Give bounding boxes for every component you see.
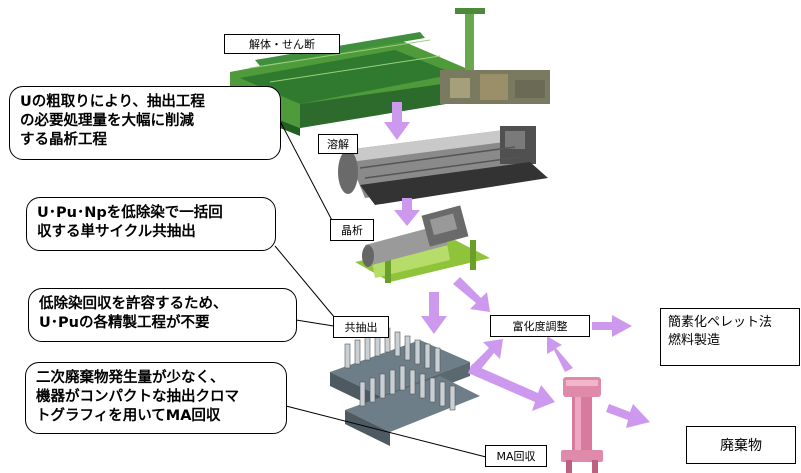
flow-arrow-enrichment-to-fuel [592, 315, 632, 337]
callout-leader-secondary-waste [285, 405, 487, 458]
callout-line: の必要処理量を大幅に削減 [20, 113, 194, 129]
flow-arrow-dissolve-to-crystallize [394, 198, 420, 226]
flow-arrow-coextract-to-ma [468, 364, 555, 411]
shearing-machine-image [230, 8, 550, 136]
callout-line: U･Puの各精製工程が不要 [39, 315, 210, 331]
label-ma-recovery: MA回収 [485, 445, 547, 467]
extraction-column-array-image [330, 327, 480, 446]
callout-secondary-waste: 二次廃棄物発生量が少なく、 機器がコンパクトな抽出クロマ トグラフィを用いてMA… [25, 362, 287, 434]
callout-leader-single-cycle [274, 245, 341, 325]
flow-arrow-shear-to-dissolve [384, 102, 410, 140]
fuel-line-2: 燃料製造 [668, 333, 721, 348]
label-dismantling-shearing: 解体・せん断 [224, 34, 340, 54]
label-crystallization: 晶析 [330, 219, 374, 241]
callout-line: 収する単サイクル共抽出 [37, 224, 196, 240]
callout-line: U･Pu･Npを低除染で一括回 [37, 205, 223, 221]
output-waste: 廃棄物 [686, 426, 796, 464]
flow-arrow-ma-to-enrichment [547, 336, 573, 372]
callout-line: 二次廃棄物発生量が少なく、 [36, 370, 225, 386]
flow-arrow-crystallize-to-coextract [421, 292, 447, 334]
flow-arrow-crystallize-to-enrichment [453, 277, 490, 312]
callout-leader-low-decon [295, 319, 341, 328]
callout-line: Uの粗取りにより、抽出工程 [20, 94, 205, 110]
fuel-line-1: 簡素化ペレット法 [668, 315, 773, 330]
callout-line: する晶析工程 [20, 132, 107, 148]
flow-arrow-ma-to-waste [606, 404, 650, 428]
crystallizer-image [355, 205, 490, 283]
output-fuel-fabrication: 簡素化ペレット法 燃料製造 [660, 308, 800, 366]
callout-crystallization-benefit: Uの粗取りにより、抽出工程 の必要処理量を大幅に削減 する晶析工程 [9, 86, 281, 160]
callout-single-cycle-coextraction: U･Pu･Npを低除染で一括回 収する単サイクル共抽出 [26, 197, 276, 251]
callout-line: 低除染回収を許容するため、 [39, 296, 228, 312]
dissolver-image [338, 126, 548, 205]
callout-low-decontamination: 低除染回収を許容するため、 U･Puの各精製工程が不要 [28, 288, 297, 342]
flow-arrow-coextract-to-enrichment [470, 339, 503, 374]
ma-column-image [561, 377, 603, 473]
label-enrichment-adjustment: 富化度調整 [490, 315, 590, 337]
callout-line: トグラフィを用いてMA回収 [36, 408, 221, 424]
label-coextraction: 共抽出 [333, 316, 389, 338]
label-dissolution: 溶解 [318, 134, 358, 154]
callout-leader-crystallization [279, 120, 337, 229]
callout-line: 機器がコンパクトな抽出クロマ [36, 389, 239, 405]
